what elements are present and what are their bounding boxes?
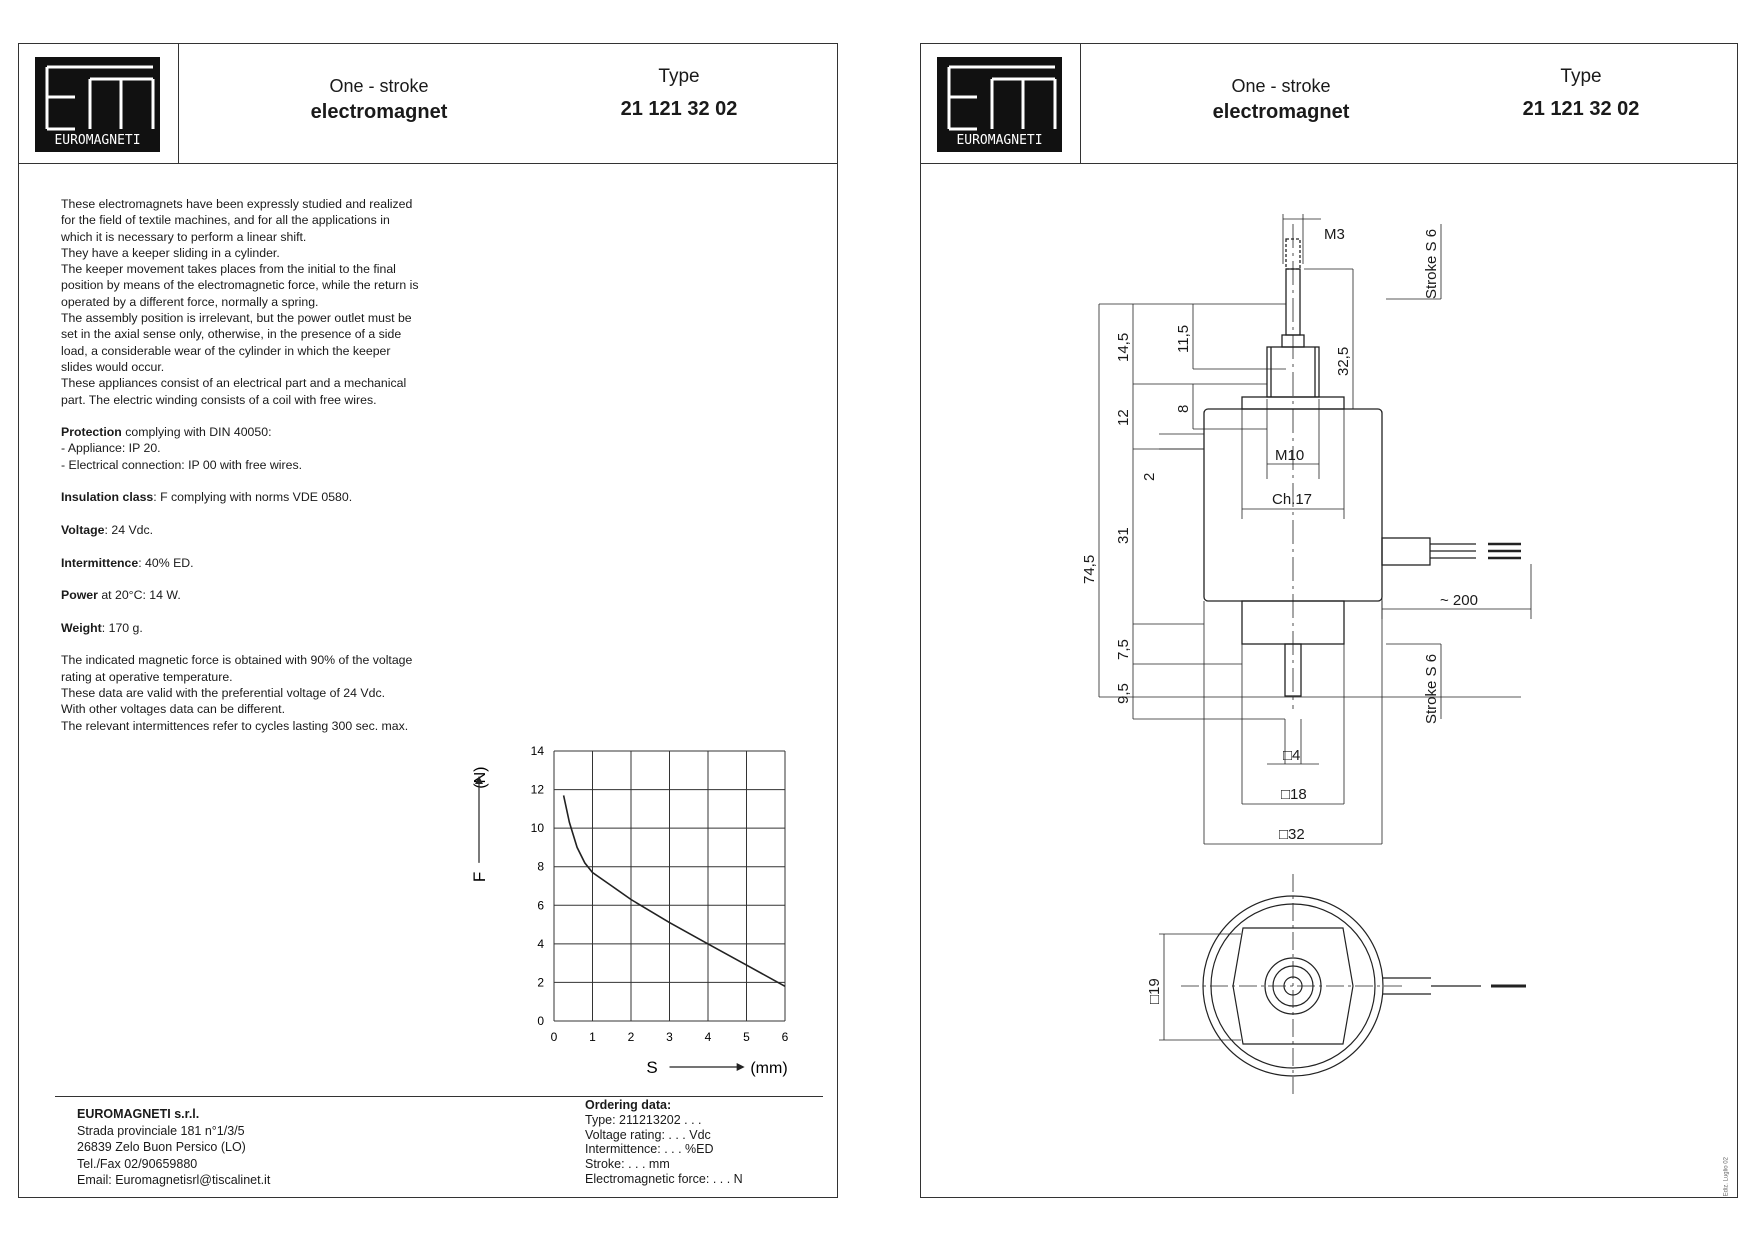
dim-74-5: 74,5 xyxy=(1081,555,1098,584)
thread-top-label: M3 xyxy=(1324,226,1345,243)
y-tick-label: 0 xyxy=(537,1014,544,1028)
x-axis-arrowhead xyxy=(736,1063,745,1071)
dim-11-5: 11,5 xyxy=(1175,325,1192,353)
company-address2: 26839 Zelo Buon Persico (LO) xyxy=(77,1140,246,1154)
logo-cell: EUROMAGNETI xyxy=(921,44,1081,163)
product-title: One - stroke electromagnet xyxy=(1121,76,1441,124)
voltage-spec: Voltage: 24 Vdc. xyxy=(61,522,154,537)
dim-8: 8 xyxy=(1175,405,1192,413)
thread-mid-label: M10 xyxy=(1275,447,1304,464)
product-title: One - stroke electromagnet xyxy=(219,76,539,124)
ordering-type: Type: 211213202 . . . xyxy=(585,1112,702,1127)
weight-spec: Weight: 170 g. xyxy=(61,620,143,635)
ordering-title: Ordering data: xyxy=(585,1098,672,1112)
bottom-view-centerlines xyxy=(1159,874,1406,1094)
product-line1: One - stroke xyxy=(329,76,429,96)
dim-14-5: 14,5 xyxy=(1115,333,1132,362)
y-tick-label: 14 xyxy=(531,744,545,758)
datasheet-right-page: EUROMAGNETI One - stroke electromagnet T… xyxy=(920,43,1738,1198)
dim-7-5: 7,5 xyxy=(1115,639,1132,660)
edition-note: Ediz. Luglio 02 xyxy=(1723,1157,1729,1197)
footer-divider xyxy=(55,1096,823,1097)
stroke-top-label: Stroke S 6 xyxy=(1423,229,1440,299)
y-axis-arrowhead xyxy=(475,776,483,784)
product-line2: electromagnet xyxy=(310,101,448,123)
notes-paragraph: The indicated magnetic force is obtained… xyxy=(61,653,413,733)
y-tick-label: 2 xyxy=(537,975,544,989)
technical-drawing: M3 Stroke S 6 14,5 11,5 32,5 12 8 2 M10 … xyxy=(1081,214,1532,1094)
company-info: EUROMAGNETI s.r.l. Strada provinciale 18… xyxy=(77,1106,270,1189)
intermittence-spec: Intermittence: 40% ED. xyxy=(61,555,194,570)
protection-spec: Protection complying with DIN 40050: - A… xyxy=(61,425,303,472)
square-32-label: □32 xyxy=(1279,826,1305,843)
company-address1: Strada provinciale 181 n°1/3/5 xyxy=(77,1123,245,1138)
x-tick-label: 5 xyxy=(743,1030,750,1044)
ordering-intermittence: Intermittence: . . . %ED xyxy=(585,1142,714,1157)
ordering-voltage: Voltage rating: . . . Vdc xyxy=(585,1127,711,1142)
y-tick-label: 12 xyxy=(531,783,545,797)
x-axis-unit: (mm) xyxy=(750,1060,787,1077)
square-19-label: □19 xyxy=(1146,978,1163,1004)
product-line2: electromagnet xyxy=(1212,101,1350,123)
logo-text: EUROMAGNETI xyxy=(54,133,141,148)
hex-label: Ch.17 xyxy=(1272,491,1312,508)
square-18-label: □18 xyxy=(1281,786,1307,803)
y-tick-label: 6 xyxy=(537,898,544,912)
stroke-bottom-label: Stroke S 6 xyxy=(1423,654,1440,724)
type-block: Type 21 121 32 02 xyxy=(579,66,779,121)
dim-2: 2 xyxy=(1141,473,1158,481)
type-number: 21 121 32 02 xyxy=(1522,98,1640,120)
euromagneti-logo: EUROMAGNETI xyxy=(35,57,160,152)
y-axis-unit: (N) xyxy=(472,766,489,788)
header: EUROMAGNETI One - stroke electromagnet T… xyxy=(921,44,1737,164)
chart-grid xyxy=(553,750,786,1022)
square-4-label: □4 xyxy=(1283,747,1300,764)
header: EUROMAGNETI One - stroke electromagnet T… xyxy=(19,44,837,164)
insulation-spec: Insulation class: F complying with norms… xyxy=(61,490,353,505)
description-text: These electromagnets have been expressly… xyxy=(61,196,481,750)
dim-12: 12 xyxy=(1115,409,1132,426)
x-tick-label: 1 xyxy=(589,1030,596,1044)
x-tick-label: 4 xyxy=(705,1030,712,1044)
company-phone: Tel./Fax 02/90659880 xyxy=(77,1156,198,1171)
type-label: Type xyxy=(658,66,700,87)
dim-31: 31 xyxy=(1115,527,1132,544)
dim-32-5: 32,5 xyxy=(1335,347,1352,376)
y-tick-label: 10 xyxy=(531,821,545,835)
type-label: Type xyxy=(1560,66,1602,87)
x-tick-label: 0 xyxy=(551,1030,558,1044)
wire-length-label: ~ 200 xyxy=(1440,592,1478,609)
ordering-stroke: Stroke: . . . mm xyxy=(585,1157,670,1172)
description-paragraph: These electromagnets have been expressly… xyxy=(61,197,419,407)
x-tick-label: 6 xyxy=(782,1030,789,1044)
dim-9-5: 9,5 xyxy=(1115,683,1132,704)
y-tick-label: 8 xyxy=(537,860,544,874)
power-spec: Power at 20°C: 14 W. xyxy=(61,588,181,603)
logo-cell: EUROMAGNETI xyxy=(19,44,179,163)
datasheet-left-page: EUROMAGNETI One - stroke electromagnet T… xyxy=(18,43,838,1198)
company-name: EUROMAGNETI s.r.l. xyxy=(77,1107,200,1121)
force-curve xyxy=(562,795,786,988)
type-number: 21 121 32 02 xyxy=(620,98,738,120)
y-axis-label: F xyxy=(470,872,489,882)
x-tick-label: 2 xyxy=(628,1030,635,1044)
logo-text: EUROMAGNETI xyxy=(956,133,1043,148)
x-tick-label: 3 xyxy=(666,1030,673,1044)
company-email: Email: Euromagnetisrl@tiscalinet.it xyxy=(77,1173,271,1187)
y-tick-label: 4 xyxy=(537,937,544,951)
product-line1: One - stroke xyxy=(1231,76,1331,96)
type-block: Type 21 121 32 02 xyxy=(1481,66,1681,121)
ordering-data: Ordering data: Type: 211213202 . . . Vol… xyxy=(585,1098,743,1187)
x-axis-label: S xyxy=(646,1058,657,1077)
euromagneti-logo: EUROMAGNETI xyxy=(937,57,1062,152)
ordering-force: Electromagnetic force: . . . N xyxy=(585,1171,743,1186)
